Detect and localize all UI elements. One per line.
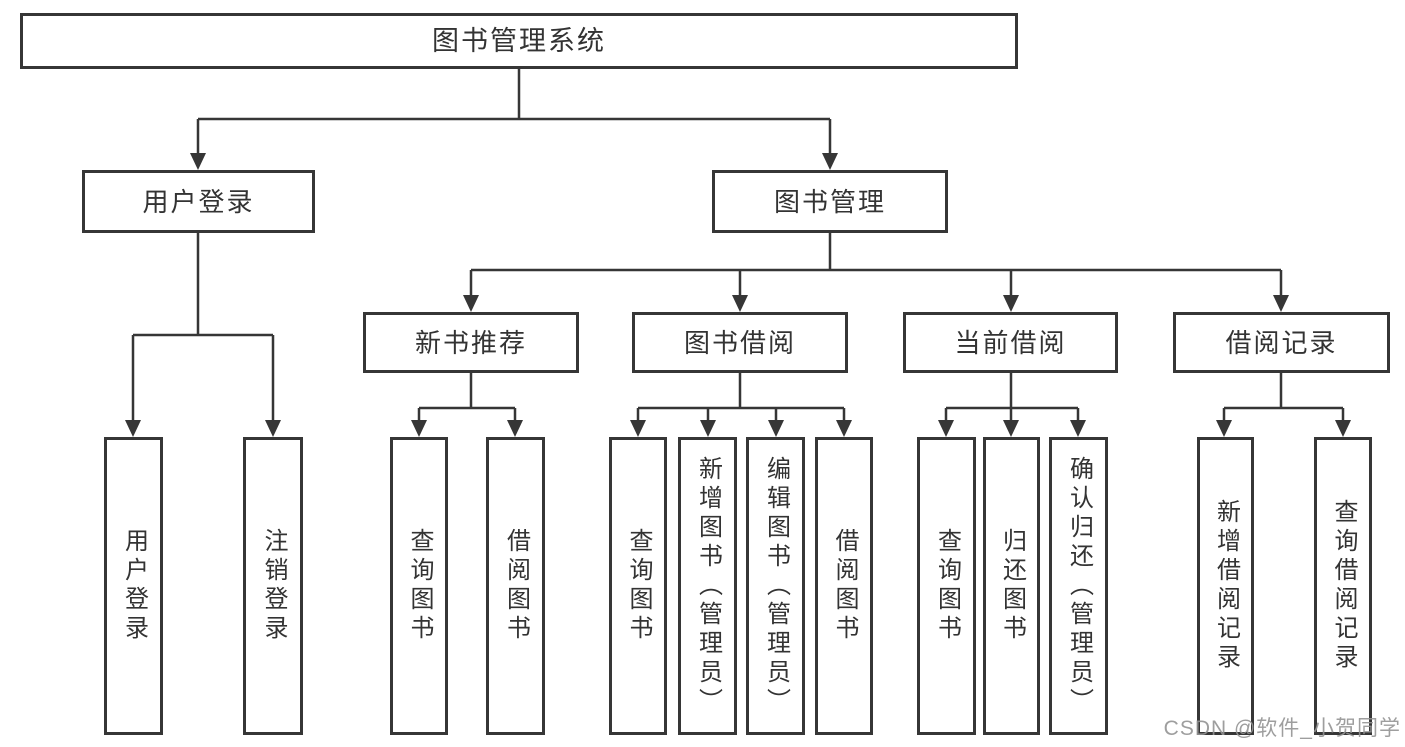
leaf-records-add-record: 新增借阅记录 (1197, 437, 1254, 735)
leaf-newrec-query-books: 查询图书 (390, 437, 448, 735)
node-root-label: 图书管理系统 (432, 25, 606, 56)
leaf-records-query-record-label: 查询借阅记录 (1330, 499, 1357, 673)
leaf-current-confirm-return-admin-label: 确认归还（管理员） (1065, 455, 1093, 717)
node-borrow-records-label: 借阅记录 (1225, 327, 1338, 358)
leaf-user-login: 用户登录 (104, 437, 163, 735)
node-borrow-records: 借阅记录 (1173, 312, 1390, 373)
node-user-login: 用户登录 (82, 170, 315, 233)
leaf-current-confirm-return-admin: 确认归还（管理员） (1049, 437, 1108, 735)
leaf-borrow-borrow-books: 借阅图书 (815, 437, 873, 735)
leaf-borrow-add-books-admin-label: 新增图书（管理员） (694, 455, 722, 717)
leaf-borrow-borrow-books-label: 借阅图书 (831, 528, 858, 644)
leaf-borrow-edit-books-admin-label: 编辑图书（管理员） (762, 455, 790, 717)
node-book-management: 图书管理 (712, 170, 948, 233)
node-book-management-label: 图书管理 (773, 186, 886, 217)
node-book-borrow-label: 图书借阅 (683, 327, 796, 358)
leaf-newrec-query-books-label: 查询图书 (406, 528, 433, 644)
leaf-current-return-books: 归还图书 (983, 437, 1040, 735)
leaf-borrow-edit-books-admin: 编辑图书（管理员） (746, 437, 805, 735)
leaf-current-query-books-label: 查询图书 (933, 528, 961, 644)
leaf-user-login-label: 用户登录 (120, 528, 148, 644)
leaf-logout-label: 注销登录 (260, 528, 287, 644)
leaf-borrow-query-books-label: 查询图书 (625, 528, 652, 644)
leaf-logout: 注销登录 (243, 437, 303, 735)
leaf-records-query-record: 查询借阅记录 (1314, 437, 1372, 735)
node-root: 图书管理系统 (20, 13, 1018, 69)
leaf-newrec-borrow-books-label: 借阅图书 (502, 528, 530, 644)
node-new-book-recommend-label: 新书推荐 (414, 327, 527, 358)
leaf-current-return-books-label: 归还图书 (998, 528, 1026, 644)
leaf-records-add-record-label: 新增借阅记录 (1212, 499, 1240, 673)
node-new-book-recommend: 新书推荐 (363, 312, 579, 373)
leaf-borrow-add-books-admin: 新增图书（管理员） (678, 437, 737, 735)
arrowheads (125, 153, 1351, 437)
node-book-borrow: 图书借阅 (632, 312, 848, 373)
leaf-borrow-query-books: 查询图书 (609, 437, 667, 735)
node-current-borrow-label: 当前借阅 (954, 327, 1067, 358)
node-current-borrow: 当前借阅 (903, 312, 1118, 373)
node-user-login-label: 用户登录 (142, 186, 255, 217)
leaf-current-query-books: 查询图书 (917, 437, 976, 735)
leaf-newrec-borrow-books: 借阅图书 (486, 437, 545, 735)
